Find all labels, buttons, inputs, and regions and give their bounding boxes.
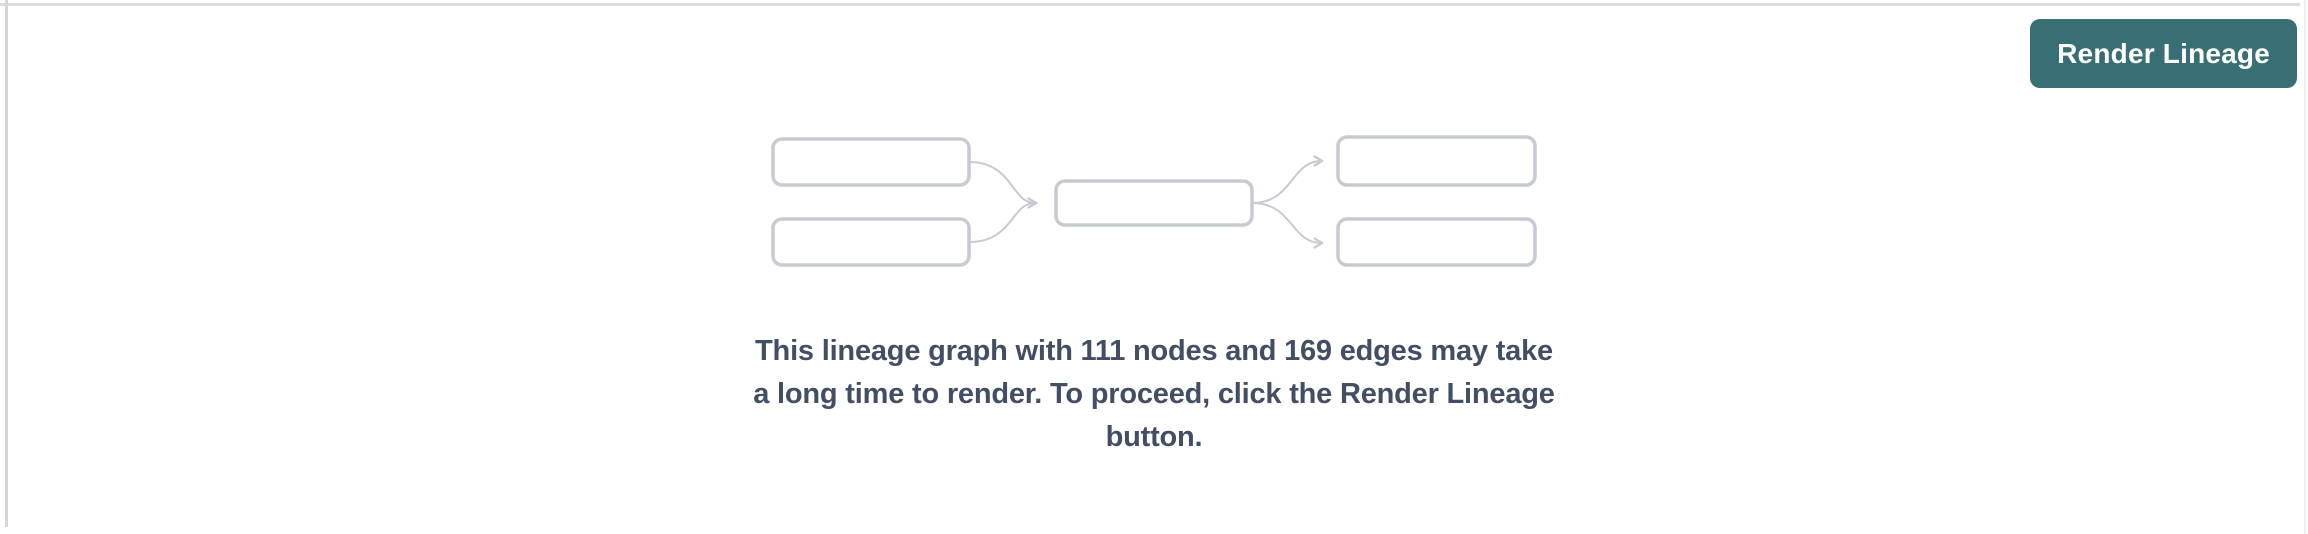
placeholder-edges xyxy=(968,155,1324,249)
panel-top-border xyxy=(0,3,2300,6)
placeholder-edge xyxy=(1251,202,1324,249)
placeholder-node xyxy=(1336,135,1537,187)
placeholder-nodes xyxy=(771,135,1537,267)
placeholder-node xyxy=(771,217,971,267)
lineage-warning-message: This lineage graph with 111 nodes and 16… xyxy=(753,335,1555,453)
render-lineage-button[interactable]: Render Lineage xyxy=(2030,19,2297,88)
placeholder-node xyxy=(1336,217,1537,267)
placeholder-edge xyxy=(968,161,1038,209)
placeholder-node xyxy=(771,137,971,187)
panel-left-border xyxy=(5,0,8,527)
panel-right-border xyxy=(2304,0,2306,534)
placeholder-edge xyxy=(968,202,1036,243)
placeholder-node xyxy=(1054,179,1254,227)
placeholder-edge xyxy=(1251,155,1324,204)
lineage-placeholder-graphic xyxy=(771,135,1537,267)
